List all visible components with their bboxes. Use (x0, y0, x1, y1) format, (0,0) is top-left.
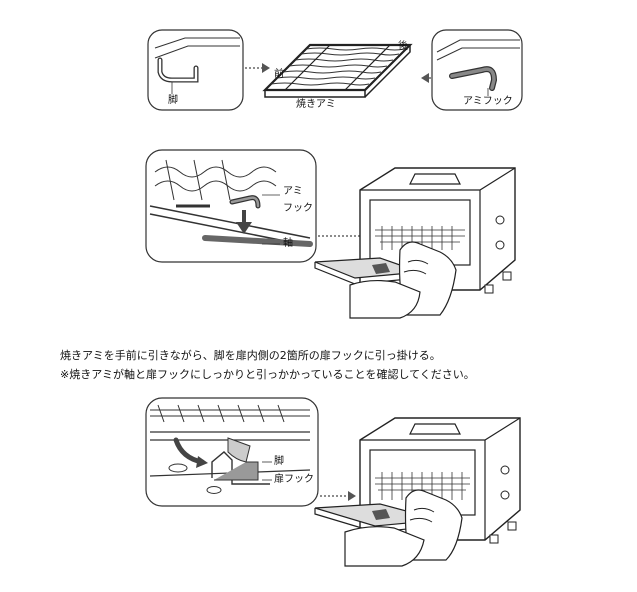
rack-hook-label-line2: フック (283, 203, 313, 214)
leg-door-hook-callout (145, 397, 319, 507)
door-hook-label: 扉フック (274, 474, 314, 485)
hook-pointer-arrow (421, 73, 429, 83)
rack-hook-label-line1: アミ (283, 186, 303, 197)
rack-hook-shaft-callout (145, 149, 317, 263)
leg-label-2: 脚 (274, 456, 284, 467)
back-label: 後 (398, 41, 408, 52)
rack-hook-label: アミフック (463, 96, 513, 107)
instruction-line-1: 焼きアミを手前に引きながら、脚を扉内側の2箇所の扉フックに引っ掛ける。 (60, 349, 441, 362)
door-hook-pointer-arrow (348, 491, 356, 501)
leg-label: 脚 (168, 95, 178, 106)
instruction-line-2: ※焼きアミが軸と扉フックにしっかりと引っかかっていることを確認してください。 (60, 368, 475, 381)
rack-hook-detail-callout (431, 29, 523, 111)
toaster-oven-drawing-1 (314, 167, 516, 319)
grill-rack-label: 焼きアミ (296, 99, 336, 110)
grill-rack-drawing (262, 43, 413, 98)
leg-pointer-arrow (262, 63, 270, 73)
leg-detail-callout (147, 29, 244, 111)
toaster-oven-drawing-2 (314, 417, 521, 567)
front-label: 前 (274, 69, 284, 80)
shaft-label: 軸 (283, 238, 293, 249)
